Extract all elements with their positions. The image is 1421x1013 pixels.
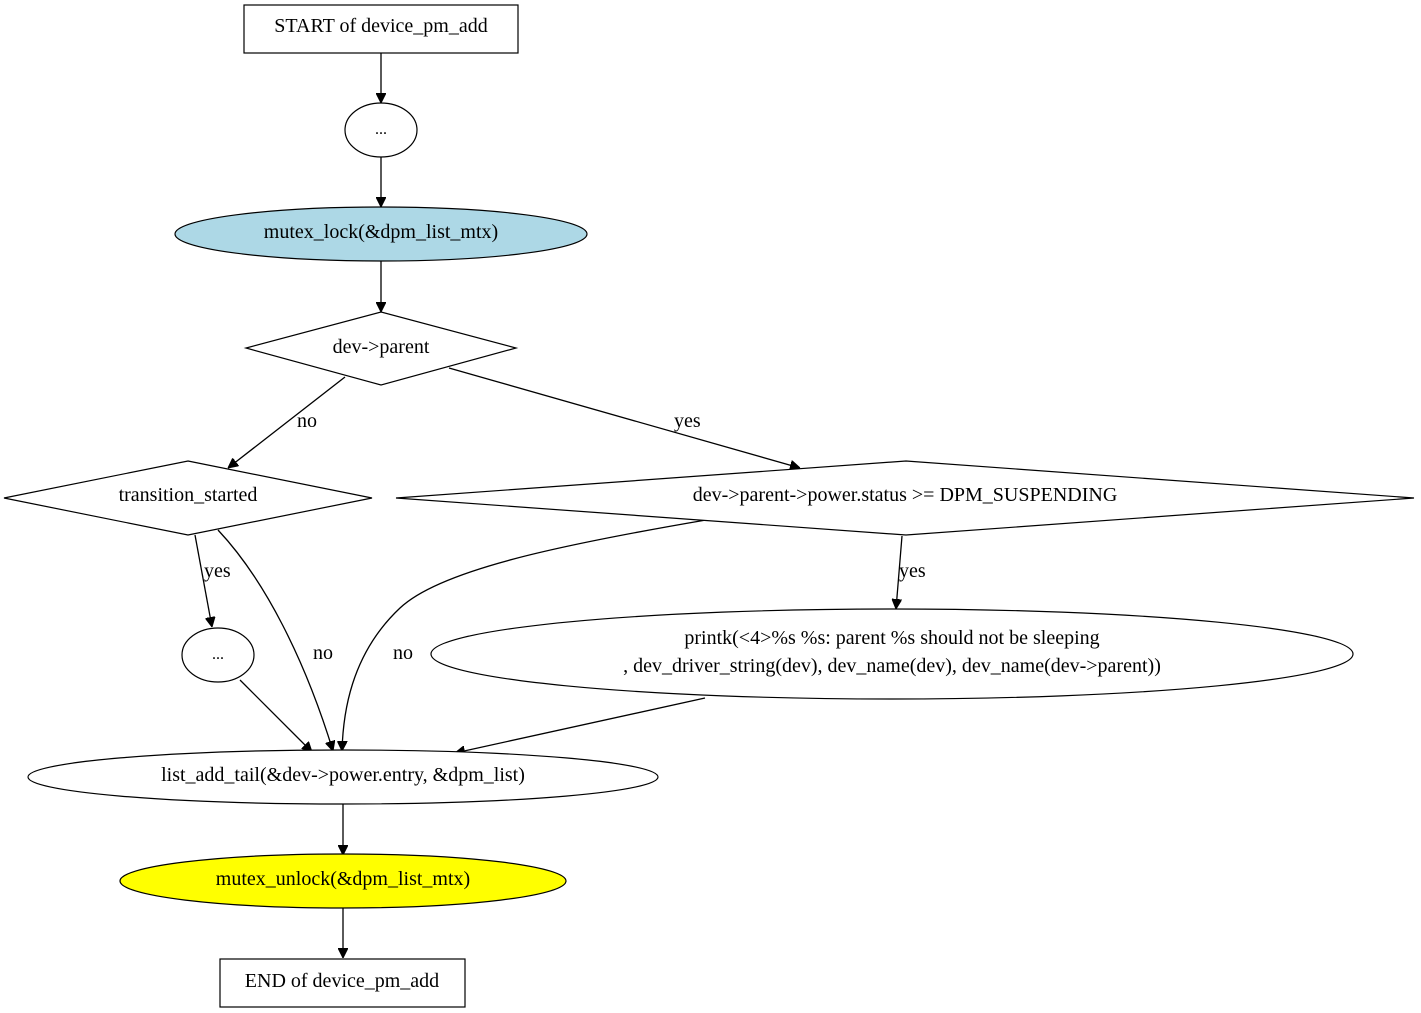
- node-start: START of device_pm_add: [243, 4, 519, 54]
- node-ellipsis-mid-label: ...: [212, 646, 224, 663]
- node-dev-parent: dev->parent: [243, 311, 519, 386]
- node-dev-parent-label: dev->parent: [333, 336, 430, 358]
- node-list-add-tail: list_add_tail(&dev->power.entry, &dpm_li…: [27, 749, 659, 805]
- node-end: END of device_pm_add: [219, 958, 466, 1008]
- edge-transition-yes: [194, 534, 212, 627]
- edge-label-transition-no: no: [313, 642, 333, 664]
- edge-label-status-yes: yes: [899, 560, 926, 582]
- node-ellipsis-mid: ...: [181, 627, 255, 683]
- node-end-label: END of device_pm_add: [245, 970, 439, 992]
- edge-printk-to-list-add: [455, 697, 706, 753]
- node-printk-label-line1: printk(<4>%s %s: parent %s should not be…: [684, 627, 1099, 649]
- node-list-add-tail-label: list_add_tail(&dev->power.entry, &dpm_li…: [161, 764, 525, 786]
- edge-ellipsis-mid-to-list-add: [239, 679, 312, 752]
- node-printk-label-line2: , dev_driver_string(dev), dev_name(dev),…: [623, 655, 1161, 677]
- edge-label-status-no: no: [393, 642, 413, 664]
- node-transition-started-label: transition_started: [119, 484, 258, 506]
- edge-dev-parent-yes: [448, 367, 800, 468]
- node-mutex-unlock: mutex_unlock(&dpm_list_mtx): [119, 853, 567, 909]
- node-parent-power-status-label: dev->parent->power.status >= DPM_SUSPEND…: [693, 484, 1118, 506]
- edge-dev-parent-no: [228, 376, 346, 468]
- node-transition-started: transition_started: [3, 460, 373, 536]
- edge-label-parent-no: no: [297, 410, 317, 432]
- node-ellipsis-top-label: ...: [375, 121, 387, 138]
- node-parent-power-status: dev->parent->power.status >= DPM_SUSPEND…: [395, 460, 1415, 536]
- node-printk: printk(<4>%s %s: parent %s should not be…: [430, 608, 1354, 700]
- edge-label-parent-yes: yes: [674, 410, 701, 432]
- node-mutex-lock-label: mutex_lock(&dpm_list_mtx): [264, 221, 498, 243]
- node-start-label: START of device_pm_add: [274, 15, 487, 37]
- edge-label-transition-yes: yes: [204, 560, 231, 582]
- node-mutex-lock: mutex_lock(&dpm_list_mtx): [174, 206, 588, 262]
- edges: [194, 53, 903, 958]
- edge-status-no: [342, 519, 707, 751]
- edge-status-yes: [896, 535, 903, 609]
- edge-transition-no: [217, 529, 333, 751]
- node-ellipsis-top: ...: [344, 102, 418, 158]
- edge-labels: no yes yes no no yes: [204, 410, 926, 664]
- node-mutex-unlock-label: mutex_unlock(&dpm_list_mtx): [216, 868, 470, 890]
